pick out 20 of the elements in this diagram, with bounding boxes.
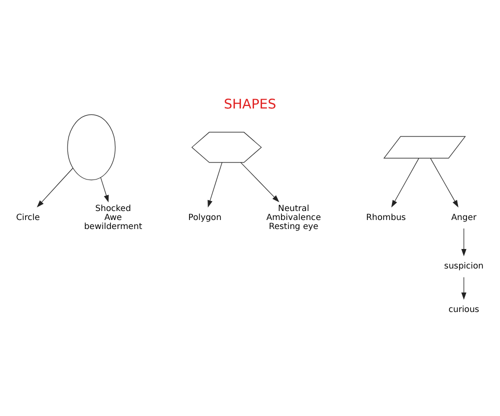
arrow	[208, 162, 222, 208]
diagram-title: SHAPES	[224, 97, 276, 112]
arrow	[100, 177, 109, 202]
node-parallelogram	[383, 136, 466, 158]
arrow	[461, 228, 466, 256]
arrow	[240, 162, 280, 202]
node-text: Rhombus	[366, 212, 406, 222]
arrow	[36, 168, 74, 208]
node-text: Shocked Awe bewilderment	[84, 202, 142, 231]
arrow	[461, 277, 466, 300]
node-text: Circle	[16, 212, 40, 222]
node-circle	[67, 114, 116, 180]
node-hexagon	[191, 132, 262, 163]
node-text: suspicion	[444, 260, 484, 270]
node-text: Polygon	[188, 212, 222, 222]
arrow	[430, 158, 458, 208]
node-text: curious	[448, 304, 480, 314]
node-text: Anger	[451, 212, 476, 222]
arrow	[391, 158, 420, 208]
node-text: Neutral Ambivalence Resting eye	[266, 202, 321, 231]
